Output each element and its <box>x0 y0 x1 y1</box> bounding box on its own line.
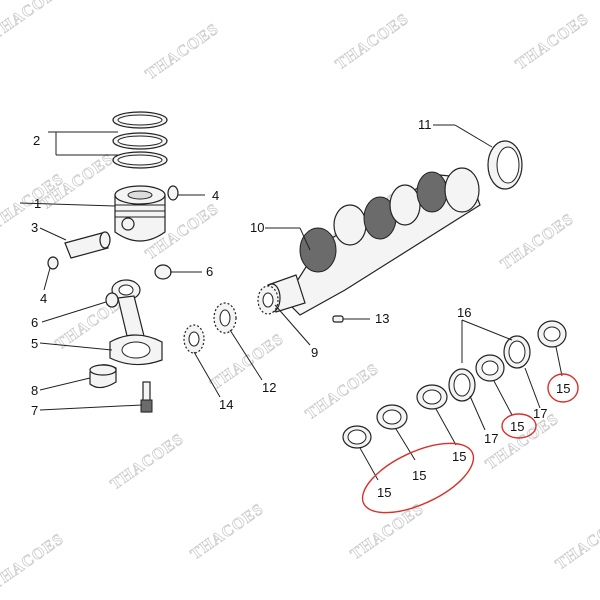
snap-ring-right <box>167 185 179 201</box>
connecting-rod <box>109 279 163 366</box>
thrust-washer <box>503 335 531 369</box>
callout-15-group-a: 15 <box>452 449 466 464</box>
bushing-left <box>105 292 119 308</box>
callout-labels: 2 1 4 3 10 11 6 4 6 5 13 16 9 8 12 15 14… <box>31 117 570 500</box>
bushing-top <box>154 264 172 280</box>
callout-15-group-b: 15 <box>412 468 426 483</box>
callout-16: 16 <box>457 305 471 320</box>
highlight-group-15 <box>361 442 475 514</box>
callout-5: 5 <box>31 336 38 351</box>
rod-bearing <box>89 364 117 389</box>
main-bearing <box>475 354 505 382</box>
callout-6-top: 6 <box>206 264 213 279</box>
callout-1: 1 <box>34 196 41 211</box>
callout-17-mid: 17 <box>484 431 498 446</box>
callout-15-right: 15 <box>556 381 570 396</box>
piston-rings <box>112 111 168 169</box>
callout-2: 2 <box>33 133 40 148</box>
watermark: THACOES <box>188 500 268 563</box>
callout-11: 11 <box>418 117 432 132</box>
rod-bolt <box>140 381 153 413</box>
leader-lines <box>19 124 563 481</box>
callout-14: 14 <box>219 397 233 412</box>
watermark: THACOES <box>0 530 67 593</box>
crank-gear <box>257 285 279 315</box>
main-bearing <box>342 425 372 449</box>
callout-9: 9 <box>311 345 318 360</box>
highlight-15-right <box>547 373 579 403</box>
crank-key <box>332 315 344 323</box>
crankshaft <box>263 167 481 316</box>
watermark: THACOES <box>348 500 428 563</box>
piston-pin <box>64 231 111 259</box>
main-bearings <box>342 320 567 449</box>
piston <box>114 185 166 242</box>
main-bearing <box>416 384 448 410</box>
highlight-15-mid <box>501 413 537 439</box>
watermark: THACOES <box>553 510 600 573</box>
watermark: THACOES <box>498 210 578 273</box>
watermark: THACOES <box>108 430 188 493</box>
rear-oil-seal <box>487 140 523 190</box>
callout-13: 13 <box>375 311 389 326</box>
snap-ring-left <box>47 256 59 270</box>
callout-12: 12 <box>262 380 276 395</box>
main-bearing <box>376 404 408 430</box>
watermark: THACOES <box>333 10 413 73</box>
watermark: THACOES <box>513 10 593 73</box>
watermark: THACOES <box>0 0 67 43</box>
callout-8: 8 <box>31 383 38 398</box>
highlight-marks <box>361 373 579 514</box>
callout-10: 10 <box>250 220 264 235</box>
callout-6-left: 6 <box>31 315 38 330</box>
watermark: THACOES <box>303 360 383 423</box>
gear-14 <box>183 324 205 354</box>
callout-15-mid: 15 <box>510 419 524 434</box>
callout-17-right: 17 <box>533 406 547 421</box>
gear-12 <box>213 302 237 334</box>
thrust-washer <box>448 368 476 402</box>
watermark: THACOES <box>143 20 223 83</box>
callout-4-top: 4 <box>212 188 219 203</box>
main-bearing <box>537 320 567 348</box>
callout-15-group-c: 15 <box>377 485 391 500</box>
callout-7: 7 <box>31 403 38 418</box>
callout-4-bottom: 4 <box>40 291 47 306</box>
callout-3: 3 <box>31 220 38 235</box>
